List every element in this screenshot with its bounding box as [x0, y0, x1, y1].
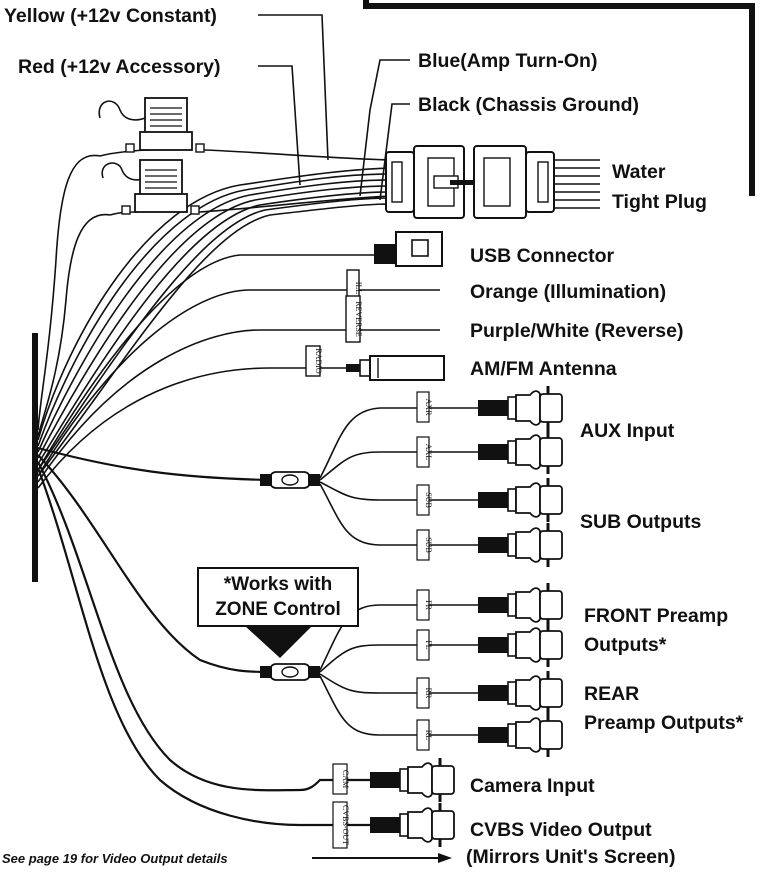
label-rear-preamp-1: REAR — [584, 683, 639, 705]
rca-plug-front-r — [478, 583, 563, 627]
fr-tag: FR — [416, 589, 433, 621]
label-water-tight-1: Water — [612, 161, 666, 183]
rl-tag: RL — [416, 719, 433, 751]
fuse-holder-red — [37, 159, 391, 437]
water-tight-plug — [385, 145, 600, 219]
label-purple: Purple/White (Reverse) — [470, 320, 683, 342]
top-label-leaders — [258, 14, 410, 201]
label-yellow-constant: Yellow (+12v Constant) — [4, 5, 217, 27]
svg-text:AXR: AXR — [424, 399, 433, 417]
label-black-ground: Black (Chassis Ground) — [418, 94, 639, 116]
aux-r-tag: AXR — [416, 391, 433, 423]
aux-l-tag: AXL — [416, 436, 433, 468]
label-antenna: AM/FM Antenna — [470, 358, 617, 380]
rca-plugs — [370, 386, 563, 847]
svg-text:RR: RR — [424, 688, 433, 699]
rca-group-aux-sub: AXR AXL SUB SUB — [37, 391, 478, 561]
ill-tag: ILL — [354, 282, 363, 295]
cvbs-tag: CVBS-OUT — [332, 801, 350, 849]
video-connectors: CAM CVBS-OUT — [36, 461, 370, 849]
svg-text:FL: FL — [424, 640, 433, 649]
label-blue-amp: Blue(Amp Turn-On) — [418, 50, 597, 72]
label-camera-input: Camera Input — [470, 775, 595, 797]
zone-callout-line-2: ZONE Control — [215, 599, 341, 620]
cam-tag: CAM — [332, 763, 350, 795]
label-front-preamp-2: Outputs* — [584, 634, 667, 656]
rca-plug-cvbs — [370, 803, 455, 847]
harness-bundle-top — [37, 167, 391, 477]
label-usb: USB Connector — [470, 245, 615, 267]
label-red-accessory: Red (+12v Accessory) — [18, 56, 221, 78]
label-front-preamp-1: FRONT Preamp — [584, 605, 728, 627]
label-sub-outputs: SUB Outputs — [580, 511, 701, 533]
rca-plug-sub-1 — [478, 478, 563, 522]
radio-tag: RADIO — [314, 348, 323, 374]
svg-text:RL: RL — [424, 730, 433, 740]
fl-tag: FL — [416, 629, 433, 661]
rca-plug-rear-r — [478, 671, 563, 715]
svg-text:CAM: CAM — [341, 770, 350, 788]
frame-line — [363, 0, 755, 196]
label-cvbs-2: (Mirrors Unit's Screen) — [466, 846, 675, 868]
zone-control-callout: *Works with ZONE Control — [197, 567, 359, 658]
fuse-holder-yellow — [37, 97, 391, 431]
rca-plug-rear-l — [478, 713, 563, 757]
label-cvbs-1: CVBS Video Output — [470, 819, 652, 841]
reverse-tag: REVERSE — [354, 301, 363, 337]
label-water-tight-2: Tight Plug — [612, 191, 707, 213]
svg-text:AXL: AXL — [424, 444, 433, 461]
svg-text:SUB: SUB — [424, 492, 433, 508]
svg-text:FR: FR — [424, 600, 433, 610]
rca-plug-aux-r — [478, 386, 563, 430]
rca-group-preamp: FR FL RR RL — [37, 454, 478, 751]
svg-text:SUB: SUB — [424, 537, 433, 553]
label-aux-input: AUX Input — [580, 420, 675, 442]
zone-callout-line-1: *Works with — [224, 574, 332, 595]
sub-tag-2: SUB — [416, 529, 433, 561]
reverse-wire: REVERSE — [37, 295, 440, 483]
label-orange: Orange (Illumination) — [470, 281, 666, 303]
rca-plug-aux-l — [478, 430, 563, 474]
footnote-video-output: See page 19 for Video Output details — [2, 851, 228, 866]
usb-connector — [37, 231, 443, 471]
rca-plug-sub-2 — [478, 523, 563, 567]
label-rear-preamp-2: Preamp Outputs* — [584, 712, 744, 734]
sub-tag-1: SUB — [416, 484, 433, 516]
rca-plug-camera — [370, 758, 455, 802]
svg-text:CVBS-OUT: CVBS-OUT — [341, 805, 350, 845]
rca-plug-front-l — [478, 623, 563, 667]
antenna-connector: RADIO — [37, 345, 445, 489]
footnote-arrowhead — [438, 853, 452, 863]
rr-tag: RR — [416, 677, 433, 709]
